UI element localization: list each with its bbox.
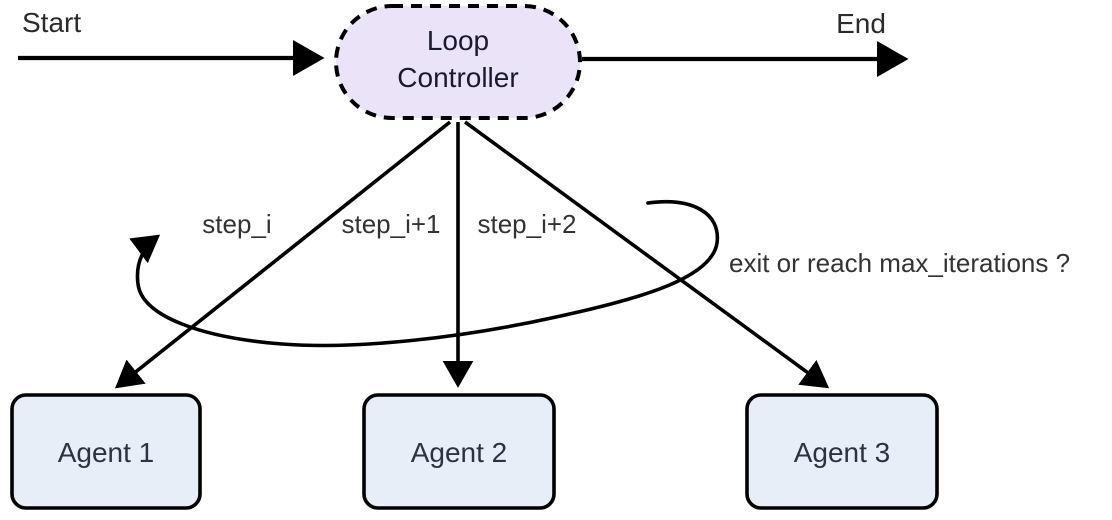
edge-label-step-i: step_i	[202, 209, 271, 239]
agent-1-shape	[10, 393, 202, 510]
loop-controller-label-line1: Loop	[427, 25, 489, 56]
agent-2-label: Agent 2	[411, 437, 508, 468]
agent-3-node: Agent 3	[745, 393, 939, 510]
agent-3-shape	[745, 393, 939, 510]
agent-2-node: Agent 2	[362, 393, 556, 510]
start-label: Start	[22, 7, 81, 38]
loop-controller-shape	[334, 4, 582, 120]
edge-label-step-i-plus-1: step_i+1	[341, 209, 440, 239]
end-label: End	[836, 8, 886, 39]
agent-2-shape	[362, 393, 556, 510]
agent-1-node: Agent 1	[10, 393, 202, 510]
loop-controller-node: Loop Controller	[334, 4, 582, 120]
loop-annotation-label: exit or reach max_iterations ?	[729, 248, 1070, 278]
edge-to-agent-3	[463, 120, 830, 389]
edge-label-step-i-plus-2: step_i+2	[477, 209, 576, 239]
loop-back-arc	[129, 200, 720, 348]
edge-to-agent-1	[114, 120, 452, 389]
agent-3-label: Agent 3	[794, 437, 891, 468]
agent-1-label: Agent 1	[58, 437, 155, 468]
loop-controller-label-line2: Controller	[397, 62, 518, 93]
